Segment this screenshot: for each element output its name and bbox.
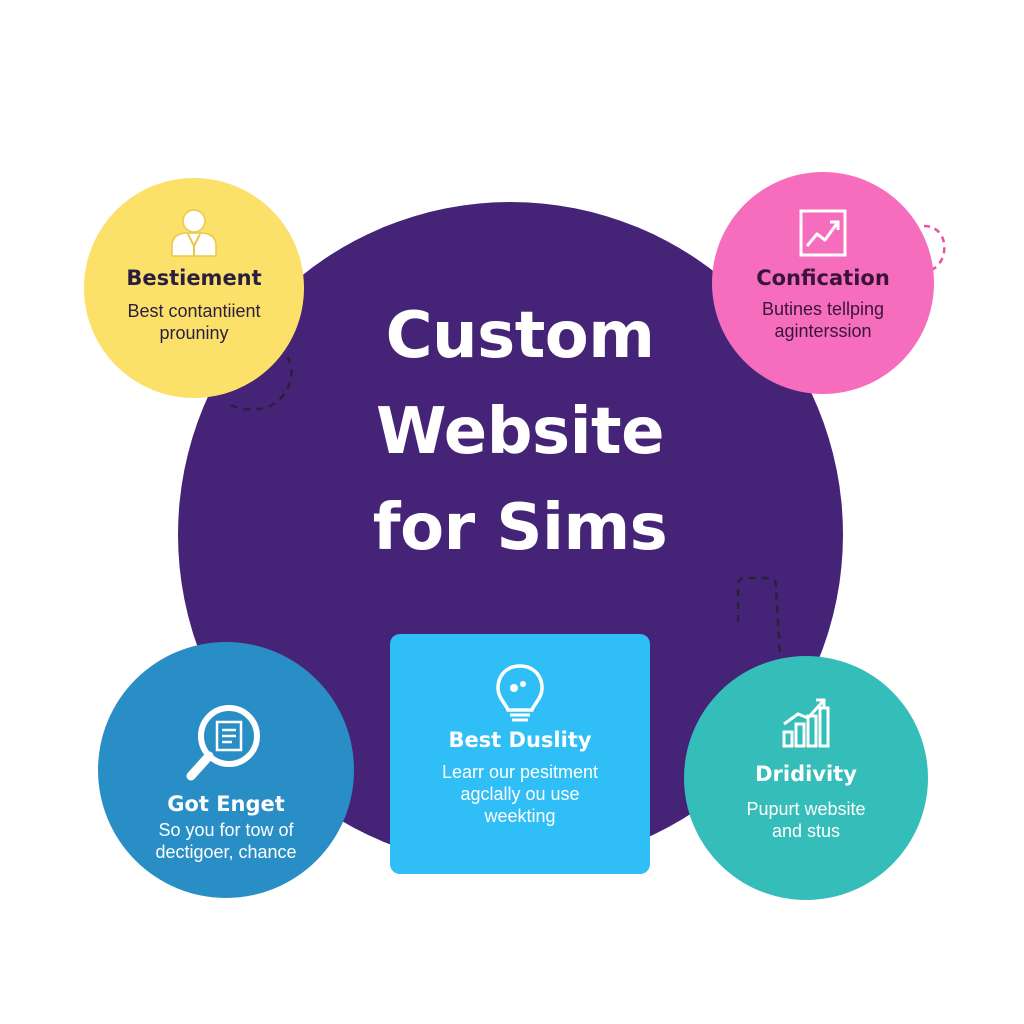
main-title-line-2: Website <box>375 395 665 469</box>
node-description: Pupurt website and stus <box>684 798 928 842</box>
node-description-line-1: So you for tow of <box>158 820 294 840</box>
node-confication: Confication Butines tellping aginterssio… <box>712 172 934 394</box>
node-description: So you for tow of dectigoer, chance <box>98 819 354 863</box>
main-title-line-1: Custom <box>385 299 655 373</box>
card-description-line-2: agclally ou use <box>460 784 580 804</box>
node-got-enget: Got Enget So you for tow of dectigoer, c… <box>98 642 354 898</box>
node-description-line-2: dectigoer, chance <box>155 842 297 862</box>
node-title: Got Enget <box>167 792 285 816</box>
node-description-line-1: Best contantiient <box>127 301 261 321</box>
dashed-squiggle-left-decoration <box>222 349 293 411</box>
node-title: Dridivity <box>755 762 857 786</box>
card-title: Best Duslity <box>448 728 592 752</box>
node-title: Confication <box>756 266 890 290</box>
node-title: Bestiement <box>126 266 262 290</box>
bar-growth-icon <box>782 698 830 748</box>
node-dridivity: Dridivity Pupurt website and stus <box>684 656 928 900</box>
person-icon <box>171 209 217 257</box>
node-description-line-2: aginterssion <box>774 321 872 341</box>
card-description-line-1: Learr our pesitment <box>441 762 599 782</box>
card-best-duslity: Best Duslity Learr our pesitment agclall… <box>390 634 650 874</box>
node-description: Best contantiient prouniny <box>84 300 304 344</box>
card-description: Learr our pesitment agclally ou use week… <box>390 761 650 827</box>
node-description-line-1: Butines tellping <box>761 299 885 319</box>
dashed-connector-decoration <box>736 576 782 657</box>
magnifier-document-icon <box>186 705 260 781</box>
lightbulb-icon <box>496 664 544 722</box>
node-description-line-2: and stus <box>771 821 841 841</box>
main-title-line-3: for Sims <box>372 491 668 565</box>
node-description-line-1: Pupurt website <box>746 799 866 819</box>
main-title: Custom Website for Sims <box>330 288 710 576</box>
trend-chart-icon <box>799 209 847 257</box>
card-description-line-3: weekting <box>484 806 556 826</box>
node-description-line-2: prouniny <box>159 323 229 343</box>
node-bestiement: Bestiement Best contantiient prouniny <box>84 178 304 398</box>
node-description: Butines tellping aginterssion <box>712 298 934 342</box>
